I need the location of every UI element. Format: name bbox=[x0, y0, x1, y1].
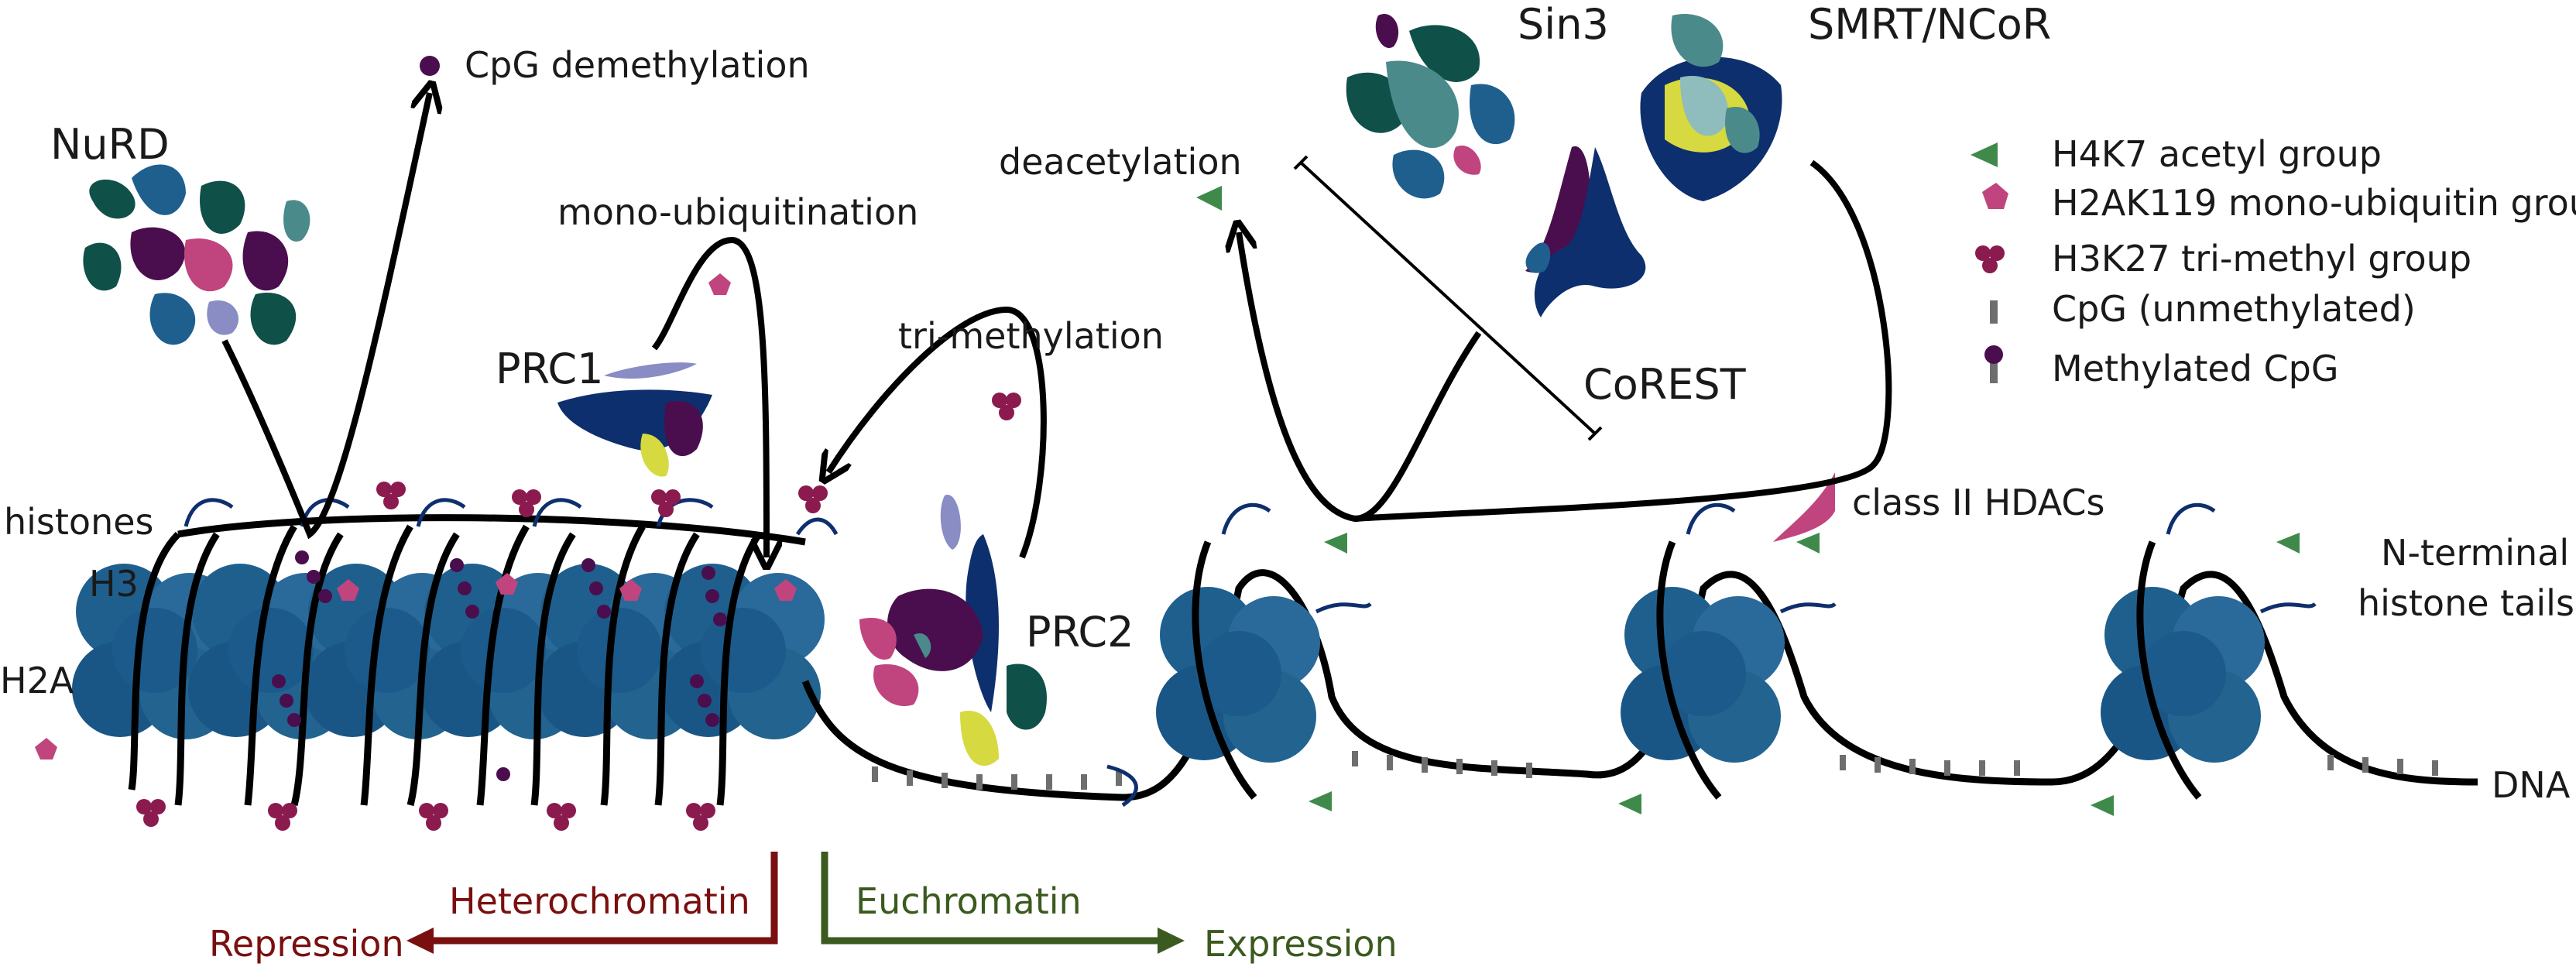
ubiquitin-pentagon-icon bbox=[1982, 183, 2008, 209]
nurd-complex bbox=[83, 164, 310, 345]
deacetylation-label: deacetylation bbox=[999, 141, 1242, 183]
prc1-label: PRC1 bbox=[496, 345, 603, 393]
legend-label: Methylated CpG bbox=[2052, 348, 2339, 389]
legend-item: Methylated CpG bbox=[1984, 345, 2339, 389]
legend: H4K7 acetyl group H2AK119 mono-ubiquitin… bbox=[1971, 133, 2576, 389]
heterochromatin-label: Heterochromatin bbox=[449, 880, 750, 922]
sin3-complex bbox=[1346, 14, 1515, 199]
class-ii-hdacs-complex bbox=[1773, 472, 1835, 542]
euchromatin-nucleosome bbox=[2101, 587, 2265, 763]
methylated-cpg-icon bbox=[1984, 345, 2003, 383]
smrt-ncor-complex bbox=[1640, 14, 1782, 201]
legend-item: CpG (unmethylated) bbox=[1990, 288, 2416, 330]
corest-complex bbox=[1525, 146, 1646, 317]
acetyl-triangle-icon bbox=[1971, 142, 1998, 167]
nurd-label: NuRD bbox=[50, 120, 170, 169]
euchromatin-label: Euchromatin bbox=[856, 880, 1082, 922]
prc2-label: PRC2 bbox=[1026, 608, 1134, 657]
legend-label: H3K27 tri-methyl group bbox=[2052, 238, 2471, 279]
cpg-demethylation-label: CpG demethylation bbox=[465, 44, 810, 86]
legend-item: H2AK119 mono-ubiquitin group bbox=[1982, 182, 2576, 224]
repression-label: Repression bbox=[209, 923, 404, 965]
histone-tails-label: histone tails bbox=[2358, 582, 2574, 624]
nucleosome bbox=[660, 564, 825, 739]
trimethyl-cluster-icon bbox=[1975, 245, 2005, 273]
prc2-complex bbox=[859, 495, 1047, 766]
diagram-labels: NuRD CpG demethylation mono-ubiquitinati… bbox=[0, 0, 2574, 806]
euchromatin-nucleosome bbox=[1156, 587, 1320, 763]
heterochromatin-nucleosome-array bbox=[35, 482, 839, 831]
hdac-bracket bbox=[1293, 155, 1603, 441]
legend-item: H4K7 acetyl group bbox=[1971, 133, 2382, 175]
expression-label: Expression bbox=[1204, 923, 1398, 965]
h2a-label: H2A bbox=[0, 660, 74, 701]
acetyl-marks bbox=[1196, 186, 2300, 816]
class-ii-hdacs-label: class II HDACs bbox=[1852, 482, 2105, 523]
euchromatin-nucleosome bbox=[1621, 587, 1785, 763]
tri-methylation-label: tri-methylation bbox=[898, 315, 1164, 357]
histones-label: histones bbox=[4, 501, 154, 543]
sin3-label: Sin3 bbox=[1518, 0, 1609, 49]
prc1-complex bbox=[557, 362, 712, 477]
legend-label: H4K7 acetyl group bbox=[2052, 133, 2382, 175]
h3-label: H3 bbox=[89, 563, 139, 605]
legend-label: CpG (unmethylated) bbox=[2052, 288, 2416, 330]
smrt-ncor-label: SMRT/NCoR bbox=[1808, 0, 2051, 49]
mono-ubiquitination-label: mono-ubiquitination bbox=[557, 191, 918, 233]
dna-label: DNA bbox=[2492, 764, 2571, 806]
dna-coils bbox=[128, 514, 806, 807]
legend-label: H2AK119 mono-ubiquitin group bbox=[2052, 182, 2576, 224]
corest-label: CoREST bbox=[1583, 360, 1747, 409]
n-terminal-label: N-terminal bbox=[2381, 532, 2569, 574]
legend-item: H3K27 tri-methyl group bbox=[1975, 238, 2471, 279]
chromatin-state-arrows: Heterochromatin Repression Euchromatin E… bbox=[209, 852, 1398, 965]
process-arrows bbox=[221, 93, 1892, 557]
